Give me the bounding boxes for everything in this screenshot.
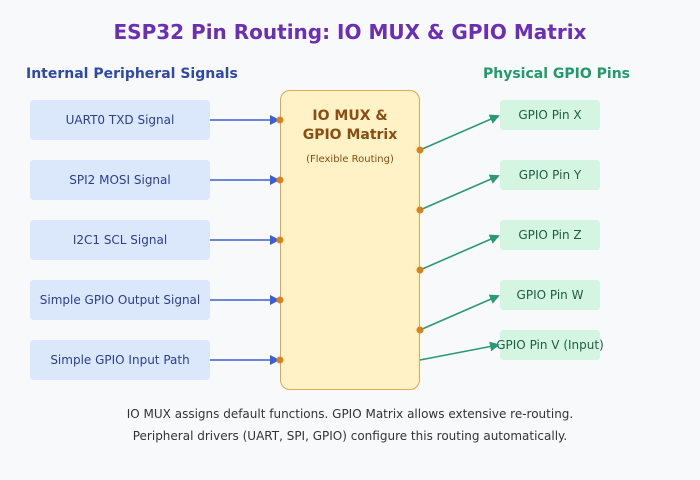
mux-title-line2: GPIO Matrix xyxy=(302,127,398,143)
io-mux-gpio-matrix-block: IO MUX & GPIO Matrix (Flexible Routing) xyxy=(280,90,420,390)
port-dot-in-5 xyxy=(276,356,284,364)
signal-gpio-output: Simple GPIO Output Signal xyxy=(30,280,210,320)
signal-spi2-mosi: SPI2 MOSI Signal xyxy=(30,160,210,200)
signal-gpio-input: Simple GPIO Input Path xyxy=(30,340,210,380)
mux-title-line1: IO MUX & xyxy=(312,108,388,124)
port-dot-out-2 xyxy=(416,206,424,214)
port-dot-out-3 xyxy=(416,266,424,274)
peripheral-signals-heading: Internal Peripheral Signals xyxy=(26,66,238,82)
wire-mux-to-pin-v xyxy=(419,341,500,361)
gpio-pin-w: GPIO Pin W xyxy=(500,280,600,310)
port-dot-in-2 xyxy=(276,176,284,184)
wire-mux-to-pin-z xyxy=(419,234,500,271)
footnote-line-2: Peripheral drivers (UART, SPI, GPIO) con… xyxy=(132,429,568,443)
port-dot-out-1 xyxy=(416,146,424,154)
port-dot-in-3 xyxy=(276,236,284,244)
wire-mux-to-pin-w xyxy=(419,294,500,331)
gpio-pin-v-input: GPIO Pin V (Input) xyxy=(496,330,604,360)
footnote-line-1: IO MUX assigns default functions. GPIO M… xyxy=(126,407,574,421)
gpio-pin-z: GPIO Pin Z xyxy=(500,220,600,250)
mux-subtitle: (Flexible Routing) xyxy=(306,154,394,165)
diagram-title: ESP32 Pin Routing: IO MUX & GPIO Matrix xyxy=(113,20,587,44)
gpio-pin-y: GPIO Pin Y xyxy=(500,160,600,190)
port-dot-in-1 xyxy=(276,116,284,124)
gpio-pins-heading: Physical GPIO Pins xyxy=(483,66,630,82)
signal-uart0-txd: UART0 TXD Signal xyxy=(30,100,210,140)
mux-title: IO MUX & GPIO Matrix xyxy=(281,107,419,145)
wire-mux-to-pin-y xyxy=(419,174,500,211)
signal-i2c1-scl: I2C1 SCL Signal xyxy=(30,220,210,260)
wire-mux-to-pin-x xyxy=(419,114,500,151)
gpio-pin-x: GPIO Pin X xyxy=(500,100,600,130)
port-dot-out-4 xyxy=(416,326,424,334)
port-dot-in-4 xyxy=(276,296,284,304)
